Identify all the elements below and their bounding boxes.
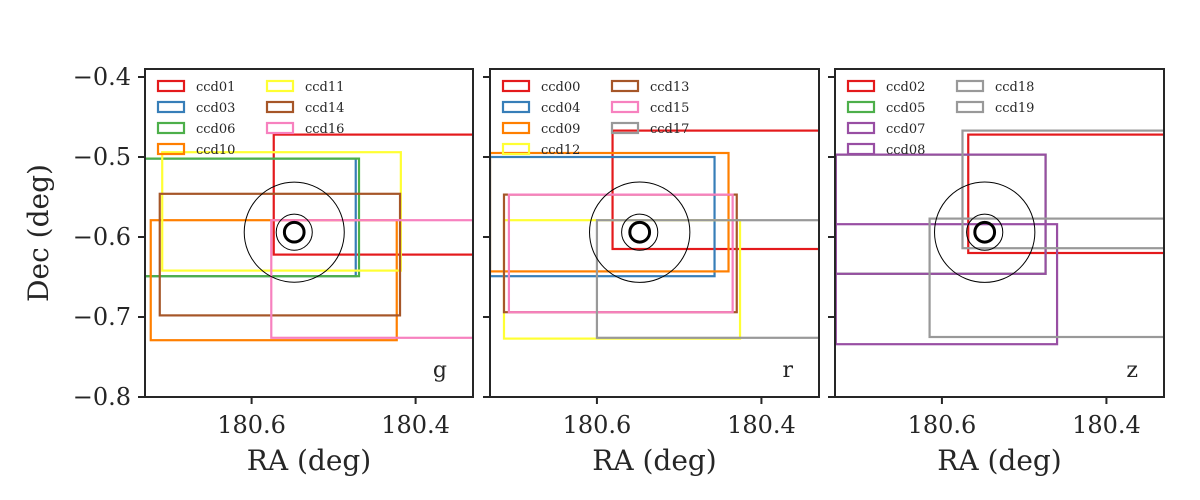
band-label: z bbox=[1126, 358, 1138, 383]
ccd-footprint-ccd08 bbox=[835, 223, 1059, 346]
x-axis-label: RA (deg) bbox=[937, 444, 1061, 477]
y-tick-label: −0.8 bbox=[73, 383, 131, 411]
ccd-footprint-ccd11 bbox=[161, 151, 402, 272]
legend-label-ccd03: ccd03 bbox=[196, 101, 235, 116]
legend-label-ccd09: ccd09 bbox=[541, 122, 580, 137]
ccd-footprint-ccd15 bbox=[507, 193, 734, 314]
ccd-footprint-ccd03 bbox=[145, 157, 357, 278]
x-axis-label: RA (deg) bbox=[247, 444, 371, 477]
ccd-footprint-ccd09 bbox=[490, 151, 730, 273]
legend-swatch-ccd11 bbox=[265, 79, 295, 93]
legend-label-ccd01: ccd01 bbox=[196, 80, 235, 95]
ccd-footprint-ccd13 bbox=[502, 193, 738, 314]
legend-label-ccd11: ccd11 bbox=[305, 80, 344, 95]
y-tick-label: −0.5 bbox=[73, 143, 131, 171]
x-axis-label: RA (deg) bbox=[592, 444, 716, 477]
band-label: r bbox=[782, 358, 793, 383]
legend-label-ccd19: ccd19 bbox=[995, 101, 1034, 116]
y-tick-label: −0.4 bbox=[73, 63, 131, 91]
legend-label-ccd02: ccd02 bbox=[886, 80, 925, 95]
legend-swatch-ccd06 bbox=[156, 121, 186, 135]
axes-frame bbox=[144, 68, 474, 398]
axes-frame bbox=[489, 68, 820, 398]
legend-swatch-ccd04 bbox=[501, 100, 531, 114]
legend-label-ccd12: ccd12 bbox=[541, 143, 580, 158]
legend-label-ccd17: ccd17 bbox=[650, 122, 689, 137]
legend-label-ccd13: ccd13 bbox=[650, 80, 689, 95]
legend-swatch-ccd07 bbox=[846, 121, 876, 135]
ccd-footprint-ccd17 bbox=[595, 219, 819, 339]
target-circle bbox=[282, 220, 306, 244]
x-tick-label: 180.6 bbox=[908, 411, 977, 439]
target-circle bbox=[973, 220, 997, 244]
legend-swatch-ccd17 bbox=[610, 121, 640, 135]
legend-label-ccd00: ccd00 bbox=[541, 80, 580, 95]
legend-swatch-ccd19 bbox=[955, 100, 985, 114]
plot-area bbox=[490, 129, 819, 340]
legend-swatch-ccd01 bbox=[156, 79, 186, 93]
ccd-footprint-ccd00 bbox=[611, 129, 819, 251]
target-circle bbox=[934, 181, 1036, 283]
panel-z: 180.6 180.4 RA (deg) z ccd02 ccd05 ccd07 ccd08 c… bbox=[828, 68, 1165, 477]
legend-swatch-ccd15 bbox=[610, 100, 640, 114]
y-tick-label: −0.7 bbox=[73, 303, 131, 331]
legend-swatch-ccd09 bbox=[501, 121, 531, 135]
x-tick-label: 180.4 bbox=[727, 411, 796, 439]
legend-swatch-ccd13 bbox=[610, 79, 640, 93]
legend-swatch-ccd10 bbox=[156, 142, 186, 156]
legend-label-ccd16: ccd16 bbox=[305, 122, 344, 137]
plot-area bbox=[835, 129, 1164, 346]
legend-label-ccd15: ccd15 bbox=[650, 101, 689, 116]
legend-label-ccd10: ccd10 bbox=[196, 143, 235, 158]
legend-label-ccd07: ccd07 bbox=[886, 122, 925, 137]
x-tick-label: 180.4 bbox=[1072, 411, 1141, 439]
band-label: g bbox=[433, 358, 447, 383]
legend-label-ccd18: ccd18 bbox=[995, 80, 1034, 95]
ccd-footprint-ccd18 bbox=[928, 217, 1164, 339]
y-tick-label: −0.6 bbox=[73, 223, 131, 251]
x-tick-label: 180.6 bbox=[217, 411, 286, 439]
legend-label-ccd14: ccd14 bbox=[305, 101, 344, 116]
legend-swatch-ccd16 bbox=[265, 121, 295, 135]
target-circle bbox=[275, 213, 313, 251]
axes-frame bbox=[834, 68, 1165, 398]
legend-swatch-ccd18 bbox=[955, 79, 985, 93]
legend-label-ccd06: ccd06 bbox=[196, 122, 235, 137]
target-circle bbox=[628, 220, 652, 244]
legend-swatch-ccd12 bbox=[501, 142, 531, 156]
ccd-footprint-ccd06 bbox=[145, 157, 361, 278]
legend-label-ccd04: ccd04 bbox=[541, 101, 580, 116]
ccd-footprint-ccd04 bbox=[490, 155, 716, 278]
ccd-footprint-ccd02 bbox=[967, 133, 1164, 255]
ccd-footprint-ccd14 bbox=[158, 192, 402, 317]
x-tick-label: 180.6 bbox=[563, 411, 632, 439]
legend-label-ccd08: ccd08 bbox=[886, 143, 925, 158]
ccd-footprint-ccd19 bbox=[961, 129, 1164, 250]
y-axis-label: Dec (deg) bbox=[22, 164, 55, 302]
target-circle bbox=[589, 181, 691, 283]
panel-r: 180.6 180.4 RA (deg) r ccd00 ccd04 ccd09 ccd12 c… bbox=[483, 68, 820, 477]
ccd-footprint-ccd16 bbox=[270, 219, 473, 339]
target-circle bbox=[621, 213, 659, 251]
plot-area bbox=[145, 133, 473, 342]
x-tick-label: 180.4 bbox=[381, 411, 450, 439]
legend-swatch-ccd02 bbox=[846, 79, 876, 93]
legend-swatch-ccd03 bbox=[156, 100, 186, 114]
target-circle bbox=[243, 181, 345, 283]
panel-g: 180.6 180.4 −0.4 −0.5 −0.6 −0.7 −0.8 RA (deg) De… bbox=[22, 63, 474, 477]
legend-swatch-ccd14 bbox=[265, 100, 295, 114]
legend-swatch-ccd05 bbox=[846, 100, 876, 114]
legend-label-ccd05: ccd05 bbox=[886, 101, 925, 116]
legend-swatch-ccd00 bbox=[501, 79, 531, 93]
legend-swatch-ccd08 bbox=[846, 142, 876, 156]
target-circle bbox=[966, 213, 1004, 251]
